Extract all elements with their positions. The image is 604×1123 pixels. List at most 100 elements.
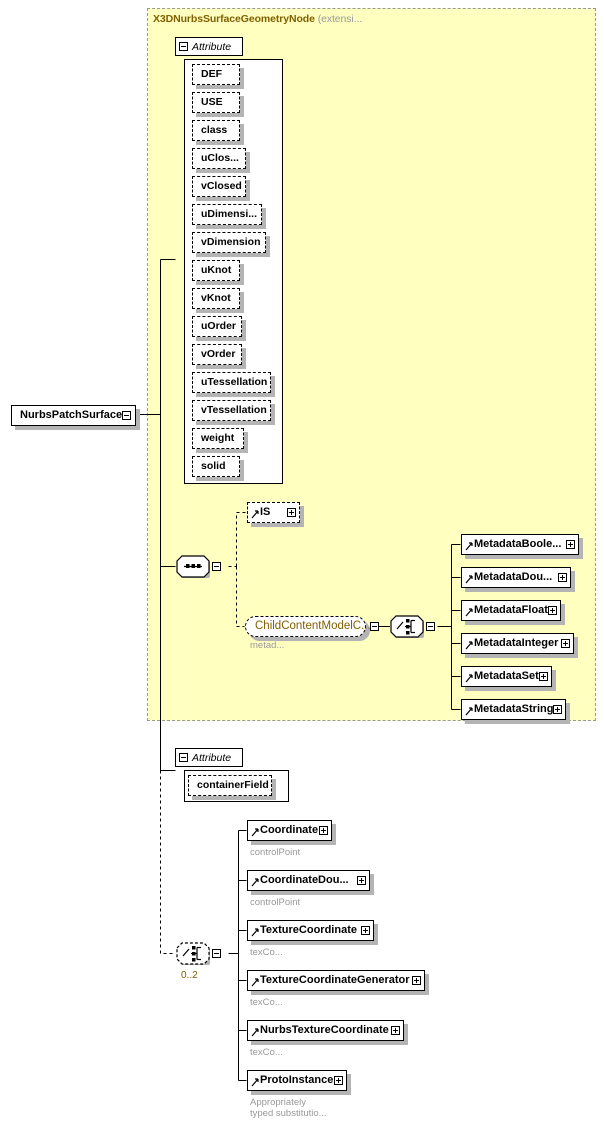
sequence-compositor-minus-icon[interactable] xyxy=(212,562,221,571)
child-content-group-caption: metad... xyxy=(250,640,285,651)
container-attribute-group-minus-icon[interactable] xyxy=(179,753,188,762)
element-metadata-boolean[interactable]: MetadataBoole... xyxy=(461,534,579,555)
root-element-label: NurbsPatchSurface xyxy=(20,409,123,421)
element-texture-coordinate[interactable]: TextureCoordinate xyxy=(247,920,374,941)
element-label: MetadataFloat xyxy=(474,604,548,616)
attribute-label: vKnot xyxy=(201,292,231,305)
element-ref-arrow-icon xyxy=(465,704,474,716)
attribute-use[interactable]: USE xyxy=(192,92,240,113)
element-ref-arrow-icon xyxy=(465,638,474,650)
element-metadata-float[interactable]: MetadataFloat xyxy=(461,600,561,621)
element-plus-icon[interactable] xyxy=(334,1076,343,1085)
element-plus-icon[interactable] xyxy=(539,672,548,681)
element-plus-icon[interactable] xyxy=(553,705,563,714)
extension-type-name: X3DNurbsSurfaceGeometryNode xyxy=(153,13,315,25)
attribute-label: weight xyxy=(201,432,235,445)
child-content-model-group[interactable]: ChildContentModelC... xyxy=(245,616,371,637)
is-element-plus-icon[interactable] xyxy=(287,508,296,517)
element-plus-icon[interactable] xyxy=(391,1026,400,1035)
attribute-label: uKnot xyxy=(201,264,232,277)
sequence-compositor[interactable] xyxy=(176,555,221,578)
extension-panel-title: X3DNurbsSurfaceGeometryNode (extensi... xyxy=(153,13,362,25)
element-texture-coordinate-generator[interactable]: TextureCoordinateGenerator xyxy=(247,970,425,991)
is-element[interactable]: IS xyxy=(247,502,300,523)
attribute-label: vOrder xyxy=(201,348,236,361)
attribute-label: class xyxy=(201,124,228,137)
element-metadata-double[interactable]: MetadataDou... xyxy=(461,567,571,588)
choice-compositor-icon xyxy=(390,615,424,638)
element-ref-arrow-icon xyxy=(251,507,260,519)
attribute-label: vClosed xyxy=(201,180,242,193)
element-coordinate[interactable]: Coordinate xyxy=(247,820,332,841)
element-plus-icon[interactable] xyxy=(357,876,366,885)
element-ref-arrow-icon xyxy=(465,605,474,617)
element-proto-instance[interactable]: ProtoInstance xyxy=(247,1070,347,1091)
attribute-vdimension[interactable]: vDimension xyxy=(192,232,266,253)
element-ref-arrow-icon xyxy=(251,925,260,937)
attribute-label: uClos... xyxy=(201,152,239,165)
container-attribute-group-header[interactable]: Attribute xyxy=(175,748,243,767)
element-plus-icon[interactable] xyxy=(561,639,570,648)
attribute-vclosed[interactable]: vClosed xyxy=(192,176,246,197)
element-ref-arrow-icon xyxy=(251,975,260,987)
element-label: MetadataSet xyxy=(474,670,539,682)
attribute-udimension[interactable]: uDimensi... xyxy=(192,204,262,225)
attribute-utessellation[interactable]: uTessellation xyxy=(192,372,271,393)
attribute-vknot[interactable]: vKnot xyxy=(192,288,240,309)
element-plus-icon[interactable] xyxy=(412,976,421,985)
extension-type-suffix: (extensi... xyxy=(317,13,363,25)
element-label: MetadataInteger xyxy=(474,637,559,649)
element-plus-icon[interactable] xyxy=(319,826,328,835)
root-element-minus-icon[interactable] xyxy=(122,411,132,420)
element-label: ProtoInstance xyxy=(260,1074,334,1086)
bottom-choice-compositor[interactable] xyxy=(176,942,221,965)
root-element-nurbspatchsurface[interactable]: NurbsPatchSurface xyxy=(11,405,136,426)
attribute-group-header[interactable]: Attribute xyxy=(175,37,243,56)
attribute-uclosed[interactable]: uClos... xyxy=(192,148,246,169)
attribute-label: uOrder xyxy=(201,320,237,333)
sequence-compositor-icon xyxy=(176,555,210,578)
attribute-group-minus-icon[interactable] xyxy=(179,42,188,51)
element-caption: texCo... xyxy=(250,1047,283,1058)
element-plus-icon[interactable] xyxy=(361,926,370,935)
element-metadata-string[interactable]: MetadataString xyxy=(461,699,566,720)
attribute-solid[interactable]: solid xyxy=(192,456,240,477)
attribute-containerfield[interactable]: containerField xyxy=(188,775,272,796)
element-ref-arrow-icon xyxy=(465,539,474,551)
attribute-uknot[interactable]: uKnot xyxy=(192,260,240,281)
element-label: Coordinate xyxy=(260,824,319,836)
element-label: MetadataDou... xyxy=(474,571,553,583)
choice-compositor[interactable] xyxy=(390,615,435,638)
bottom-choice-minus-icon[interactable] xyxy=(212,949,221,958)
element-caption: Appropriately typed substitutio... xyxy=(250,1097,327,1119)
element-coordinate-double[interactable]: CoordinateDou... xyxy=(247,870,370,891)
element-ref-arrow-icon xyxy=(251,825,260,837)
element-caption: texCo... xyxy=(250,947,283,958)
choice-compositor-minus-icon[interactable] xyxy=(426,622,435,631)
element-ref-arrow-icon xyxy=(251,1025,260,1037)
element-label: MetadataBoole... xyxy=(474,538,562,550)
child-content-group-minus-icon[interactable] xyxy=(370,622,379,631)
attribute-label: DEF xyxy=(201,68,222,81)
attribute-label: vTessellation xyxy=(201,404,267,417)
element-caption: controlPoint xyxy=(250,897,301,908)
attribute-def[interactable]: DEF xyxy=(192,64,240,85)
element-ref-arrow-icon xyxy=(251,875,260,887)
element-plus-icon[interactable] xyxy=(558,573,567,582)
attribute-vtessellation[interactable]: vTessellation xyxy=(192,400,271,421)
element-plus-icon[interactable] xyxy=(548,606,557,615)
attribute-weight[interactable]: weight xyxy=(192,428,244,449)
element-ref-arrow-icon xyxy=(465,572,474,584)
element-plus-icon[interactable] xyxy=(566,540,575,549)
attribute-label: containerField xyxy=(197,779,269,792)
attribute-class[interactable]: class xyxy=(192,120,240,141)
element-metadata-integer[interactable]: MetadataInteger xyxy=(461,633,574,654)
element-caption: controlPoint xyxy=(250,847,301,858)
is-element-label: IS xyxy=(260,506,271,518)
attribute-label: USE xyxy=(201,96,223,109)
attribute-uorder[interactable]: uOrder xyxy=(192,316,242,337)
element-nurbs-texture-coordinate[interactable]: NurbsTextureCoordinate xyxy=(247,1020,404,1041)
attribute-vorder[interactable]: vOrder xyxy=(192,344,242,365)
element-metadata-set[interactable]: MetadataSet xyxy=(461,666,552,687)
